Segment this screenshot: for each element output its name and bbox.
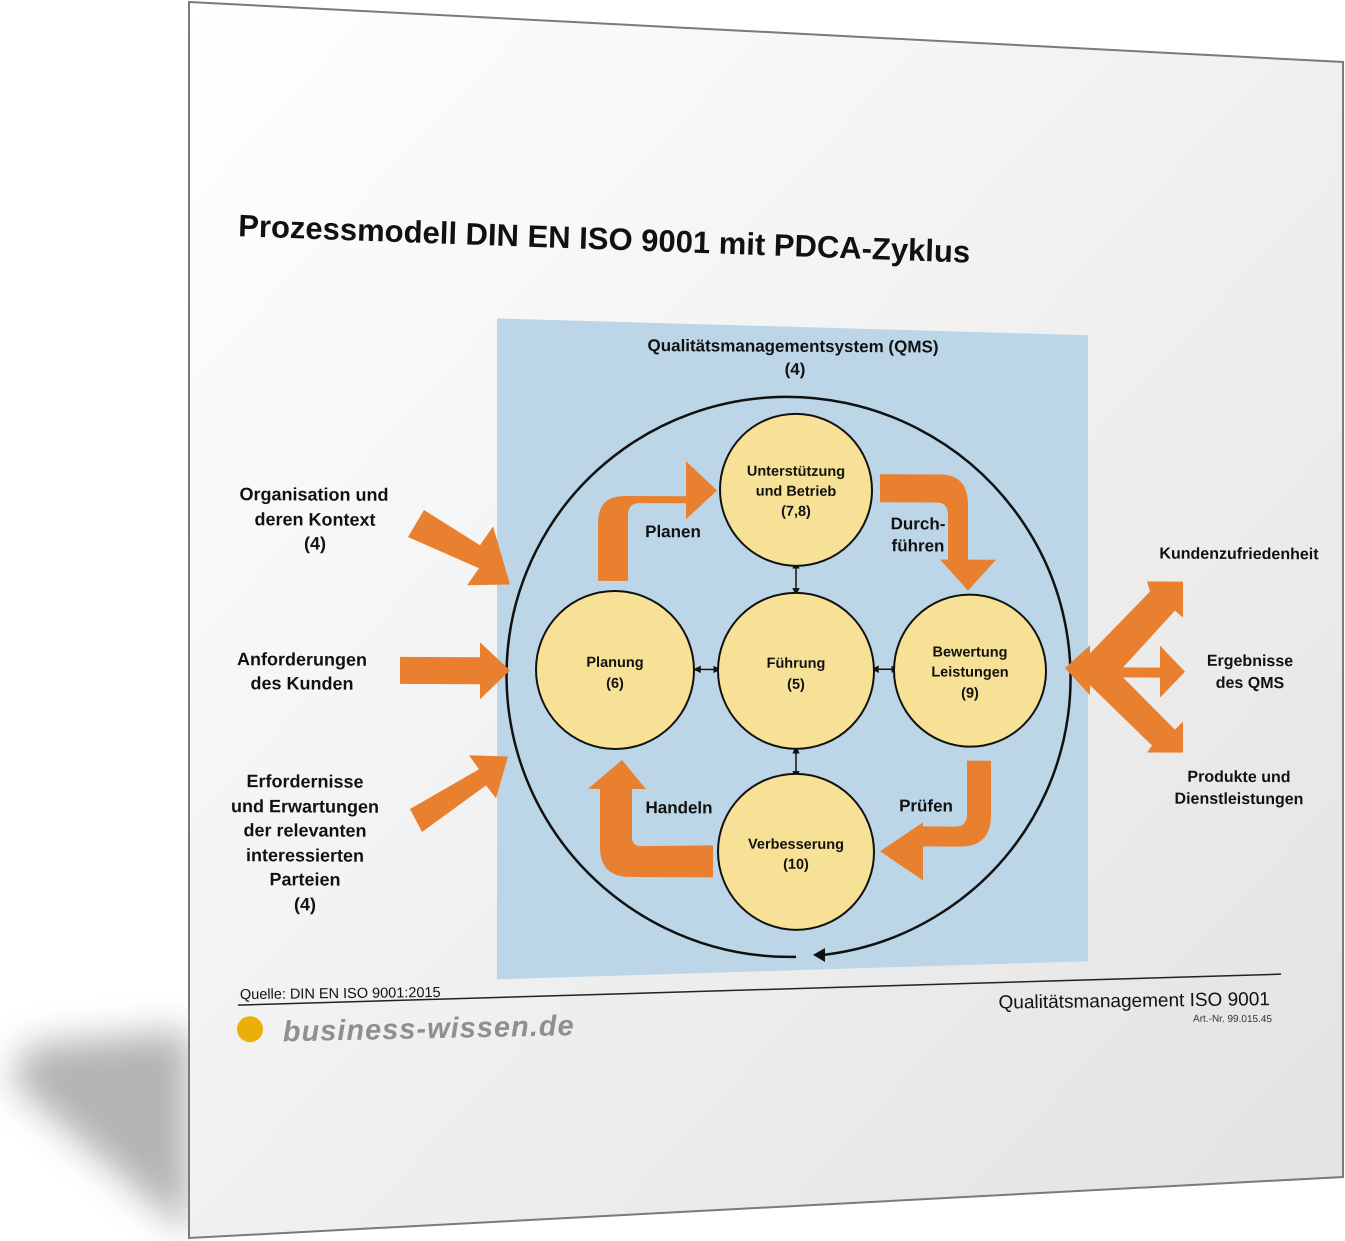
svg-text:Parteien: Parteien	[269, 869, 340, 889]
do-arrow	[880, 474, 996, 591]
svg-text:Anforderungen: Anforderungen	[237, 649, 367, 670]
cycle-label-do-1: Durch-	[891, 514, 946, 533]
output-arrows	[1065, 581, 1185, 753]
svg-text:Führung: Führung	[767, 656, 826, 672]
input-arrow-customer-requirements	[400, 642, 510, 700]
brand-logo: business-wissen.de	[282, 1010, 575, 1048]
cycle-label-do-2: führen	[892, 536, 945, 555]
brand-dot-icon	[237, 1016, 263, 1043]
qms-label: Qualitätsmanagementsystem (QMS)	[648, 336, 939, 356]
cycle-direction-arrowhead-icon	[813, 947, 825, 962]
node-performance-evaluation: Bewertung Leistungen (9)	[893, 593, 1047, 748]
plan-arrow	[598, 461, 717, 582]
input-arrow-interested-parties	[410, 755, 508, 833]
svg-text:(4): (4)	[294, 894, 316, 914]
cycle-label-check: Prüfen	[899, 796, 953, 815]
output-label-products-services: Produkte und Dienstleistungen	[1175, 769, 1304, 809]
node-planning: Planung (6)	[535, 589, 695, 750]
svg-text:(4): (4)	[304, 533, 326, 553]
svg-text:(5): (5)	[787, 677, 805, 693]
svg-text:(6): (6)	[606, 676, 624, 692]
output-label-customer-satisfaction: Kundenzufriedenheit	[1159, 546, 1319, 564]
svg-text:des QMS: des QMS	[1216, 675, 1285, 692]
svg-text:Produkte und: Produkte und	[1187, 769, 1290, 786]
input-label-interested-parties: Erfordernisse und Erwartungen der releva…	[231, 771, 379, 914]
node-leadership: Führung (5)	[717, 591, 875, 750]
output-label-qms-results: Ergebnisse des QMS	[1207, 653, 1293, 692]
svg-text:der relevanten: der relevanten	[243, 820, 366, 841]
svg-text:Erfordernisse: Erfordernisse	[246, 771, 363, 792]
svg-text:interessierten: interessierten	[246, 845, 364, 866]
input-arrow-context	[408, 510, 510, 586]
cycle-label-plan: Planen	[645, 522, 701, 541]
footer-divider	[237, 973, 1282, 1006]
svg-text:(10): (10)	[783, 857, 809, 873]
svg-text:(9): (9)	[961, 686, 979, 702]
check-arrow	[880, 760, 991, 881]
cycle-outer-circle	[505, 395, 1072, 959]
input-label-context: Organisation und deren Kontext (4)	[239, 484, 388, 553]
act-arrow	[588, 759, 713, 878]
svg-text:Verbesserung: Verbesserung	[748, 837, 844, 853]
svg-text:des Kunden: des Kunden	[250, 673, 353, 693]
node-improvement: Verbesserung (10)	[717, 772, 875, 931]
svg-text:Leistungen: Leistungen	[931, 664, 1008, 680]
node-support-operation: Unterstützung und Betrieb (7,8)	[719, 412, 873, 567]
svg-text:und Betrieb: und Betrieb	[756, 484, 837, 500]
qms-label-section: (4)	[785, 360, 806, 379]
product-title: Qualitätsmanagement ISO 9001	[998, 989, 1270, 1013]
svg-text:Ergebnisse: Ergebnisse	[1207, 653, 1293, 670]
svg-text:Unterstützung: Unterstützung	[747, 464, 845, 480]
svg-text:Organisation und: Organisation und	[239, 484, 388, 505]
svg-text:(7,8): (7,8)	[781, 504, 811, 520]
svg-text:Dienstleistungen: Dienstleistungen	[1175, 791, 1304, 809]
cycle-label-act: Handeln	[645, 798, 712, 817]
svg-text:Bewertung: Bewertung	[933, 644, 1008, 660]
page-shadow	[10, 1030, 190, 1235]
svg-text:und Erwartungen: und Erwartungen	[231, 796, 379, 817]
svg-text:Kundenzufriedenheit: Kundenzufriedenheit	[1159, 546, 1319, 564]
article-number: Art.-Nr. 99.015.45	[1193, 1014, 1272, 1025]
svg-text:deren Kontext: deren Kontext	[254, 509, 375, 530]
source-note: Quelle: DIN EN ISO 9001:2015	[240, 985, 441, 1003]
svg-text:Planung: Planung	[586, 655, 643, 671]
input-label-customer-requirements: Anforderungen des Kunden	[237, 649, 367, 694]
